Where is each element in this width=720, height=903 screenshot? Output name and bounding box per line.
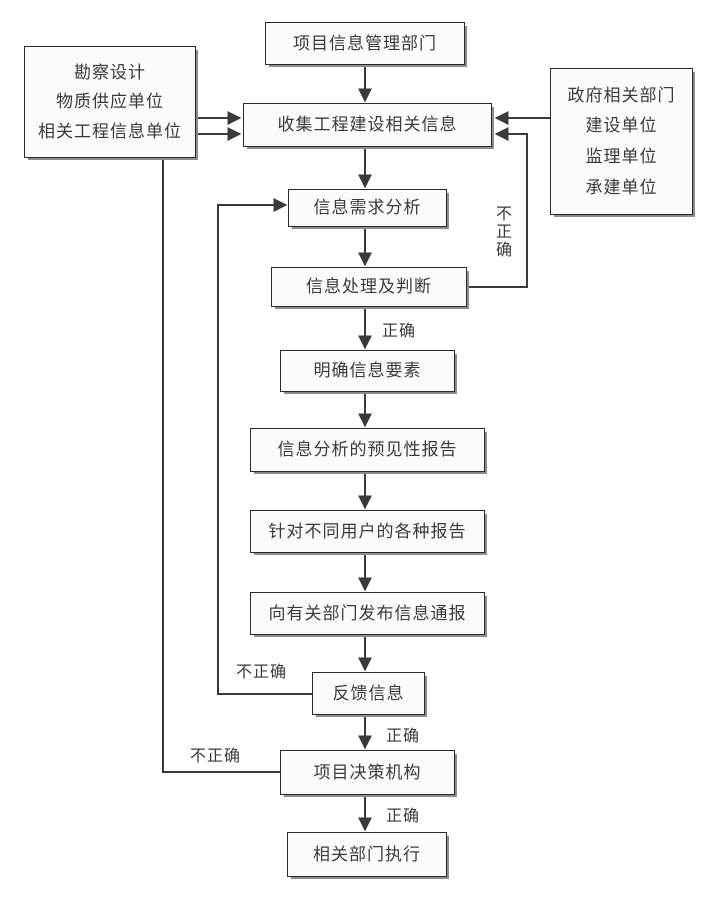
node-feedback-line-0: 反馈信息 [332,683,405,703]
node-left-sources-line-0: 勘察设计 [74,62,146,82]
node-demand-analysis[interactable]: 信息需求分析 [288,189,447,227]
node-top-center-line-0: 项目信息管理部门 [293,33,437,53]
node-execute-line-0: 相关部门执行 [313,844,421,864]
node-right-sources[interactable]: 政府相关部门 建设单位 监理单位 承建单位 [550,68,693,215]
node-decision-body[interactable]: 项目决策机构 [280,750,455,795]
node-process-judge[interactable]: 信息处理及判断 [271,267,467,307]
node-foresight-report-line-0: 信息分析的预见性报告 [277,440,458,460]
node-right-sources-line-0: 政府相关部门 [567,85,676,105]
node-decision-body-line-0: 项目决策机构 [313,762,422,782]
edge-label-feedback-incorrect: 不正确 [236,664,288,681]
node-foresight-report[interactable]: 信息分析的预见性报告 [250,428,485,472]
node-clarify-elements[interactable]: 明确信息要素 [280,350,455,392]
node-left-sources[interactable]: 勘察设计 物质供应单位 相关工程信息单位 [24,46,196,158]
node-top-center[interactable]: 项目信息管理部门 [265,22,465,65]
node-clarify-elements-line-0: 明确信息要素 [313,361,422,381]
node-user-reports-line-0: 针对不同用户的各种报告 [268,521,467,541]
node-collect[interactable]: 收集工程建设相关信息 [243,103,492,147]
node-process-judge-line-0: 信息处理及判断 [306,277,432,297]
node-user-reports[interactable]: 针对不同用户的各种报告 [250,510,485,553]
edge-label-decision-correct: 正确 [386,808,421,825]
node-publish-bulletin-line-0: 向有关部门发布信息通报 [268,603,467,623]
edge-label-decision-incorrect: 不正确 [190,748,242,765]
node-right-sources-line-1: 建设单位 [585,116,658,136]
node-right-sources-line-2: 监理单位 [585,147,658,167]
node-feedback[interactable]: 反馈信息 [312,672,425,715]
edge-label-process-correct: 正确 [382,323,417,340]
edge-label-feedback-correct: 正确 [386,728,421,745]
node-demand-analysis-line-0: 信息需求分析 [313,198,422,218]
edge-label-process-incorrect: 不正确 [493,205,510,259]
node-left-sources-line-1: 物质供应单位 [56,92,164,112]
node-left-sources-line-2: 相关工程信息单位 [38,122,182,142]
node-right-sources-line-3: 承建单位 [585,178,658,198]
node-collect-line-0: 收集工程建设相关信息 [277,115,458,135]
node-publish-bulletin[interactable]: 向有关部门发布信息通报 [250,592,485,635]
node-execute[interactable]: 相关部门执行 [287,832,447,877]
